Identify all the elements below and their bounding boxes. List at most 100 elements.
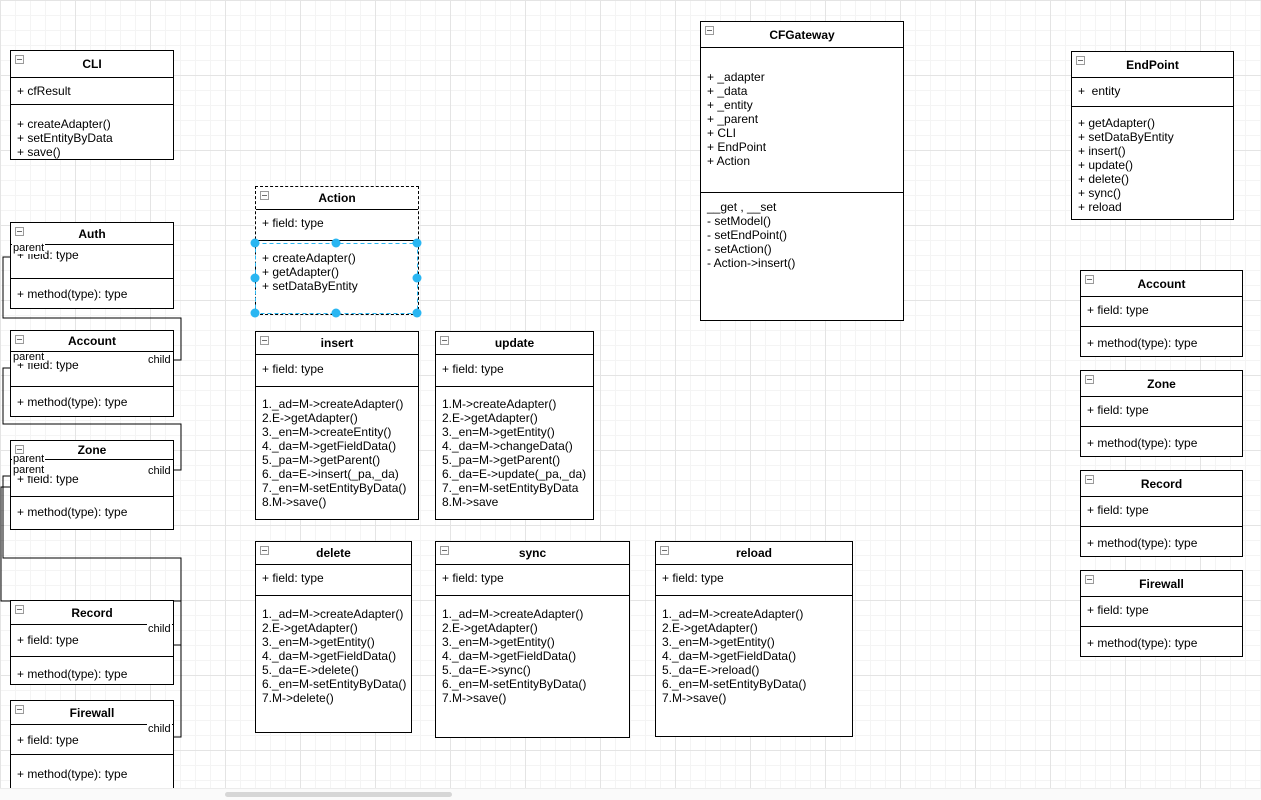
class-account-right[interactable]: Account+ field: type+ method(type): type <box>1080 270 1243 357</box>
member-line: 3._en=M->createEntity() <box>262 425 392 439</box>
class-compartment[interactable]: + createAdapter()+ setEntityByData+ save… <box>11 104 173 159</box>
class-compartment[interactable]: + cfResult <box>11 77 173 104</box>
collapse-icon[interactable] <box>15 445 24 454</box>
member-line: 1.M->createAdapter() <box>442 397 557 411</box>
member-line: + method(type): type <box>1087 636 1198 650</box>
class-compartment[interactable]: 1.M->createAdapter()2.E->getAdapter()3._… <box>436 386 593 519</box>
class-compartment[interactable]: + method(type): type <box>1081 526 1242 556</box>
collapse-icon[interactable] <box>260 336 269 345</box>
collapse-icon[interactable] <box>440 546 449 555</box>
collapse-icon[interactable] <box>15 227 24 236</box>
member-line: 3._en=M->getEntity() <box>442 425 555 439</box>
collapse-icon[interactable] <box>1085 375 1094 384</box>
class-action[interactable]: Action + field: type + createAdapter()+ ge… <box>255 186 419 315</box>
collapse-icon[interactable] <box>440 336 449 345</box>
member-line: + Action <box>707 154 751 168</box>
class-title-bar: Firewall <box>11 701 173 724</box>
class-compartment[interactable]: + getAdapter()+ setDataByEntity+ insert(… <box>1072 106 1233 219</box>
class-compartment[interactable]: 1._ad=M->createAdapter()2.E->getAdapter(… <box>256 386 418 519</box>
class-compartment[interactable]: + method(type): type <box>11 754 173 788</box>
collapse-icon[interactable] <box>15 335 24 344</box>
class-compartment[interactable]: + method(type): type <box>11 656 173 684</box>
class-compartment[interactable]: + createAdapter()+ getAdapter()+ setData… <box>256 240 418 314</box>
collapse-icon[interactable] <box>705 26 714 35</box>
collapse-icon[interactable] <box>1085 475 1094 484</box>
member-line: + createAdapter() <box>17 117 111 131</box>
class-compartment[interactable]: + field: type <box>436 354 593 386</box>
class-record-left[interactable]: Record+ field: type + method(type): type <box>10 600 174 685</box>
class-compartment[interactable]: + field: type <box>256 354 418 386</box>
collapse-icon[interactable] <box>260 191 269 200</box>
member-line: + insert() <box>1078 144 1126 158</box>
class-compartment[interactable]: + _adapter+ _data+ _entity+ _parent+ CLI… <box>701 47 903 192</box>
scrollbar-thumb[interactable] <box>225 792 452 797</box>
collapse-icon[interactable] <box>1085 275 1094 284</box>
class-compartment[interactable]: 1._ad=M->createAdapter()2.E->getAdapter(… <box>256 595 411 732</box>
class-auth[interactable]: Auth+ field: type+ method(type): type <box>10 222 174 309</box>
class-compartment[interactable]: 1._ad=M->createAdapter()2.E->getAdapter(… <box>656 595 852 736</box>
class-compartment[interactable]: + field: type <box>256 564 411 595</box>
member-line: + field: type <box>17 472 79 486</box>
class-record-right[interactable]: Record+ field: type+ method(type): type <box>1080 470 1243 557</box>
member-line: + _parent <box>707 112 759 126</box>
collapse-icon[interactable] <box>660 546 669 555</box>
class-cfgateway[interactable]: CFGateway+ _adapter+ _data+ _entity+ _pa… <box>700 21 904 321</box>
class-firewall-left[interactable]: Firewall+ field: type+ method(type): typ… <box>10 700 174 789</box>
member-line: - setEndPoint() <box>707 228 788 242</box>
class-firewall-right[interactable]: Firewall+ field: type+ method(type): typ… <box>1080 570 1243 657</box>
class-title-bar: Record <box>11 601 173 624</box>
class-endpoint[interactable]: EndPoint + entity+ getAdapter()+ setDataB… <box>1071 51 1234 220</box>
member-line: + save() <box>17 145 61 159</box>
member-line: 4._da=M->getFieldData() <box>262 439 397 453</box>
class-compartment[interactable]: + method(type): type <box>11 496 173 529</box>
class-zone-right[interactable]: Zone+ field: type+ method(type): type <box>1080 370 1243 457</box>
class-title-bar: CFGateway <box>701 22 903 47</box>
class-title-bar: delete <box>256 542 411 564</box>
class-compartment[interactable]: + field: type <box>1081 496 1242 526</box>
member-line: + method(type): type <box>17 667 128 681</box>
edge-label-parent: parent <box>12 464 46 476</box>
class-compartment[interactable]: + method(type): type <box>1081 426 1242 456</box>
class-compartment[interactable]: + field: type <box>436 564 629 595</box>
edge-auth-account[interactable] <box>2 256 182 361</box>
edge-zone-record[interactable] <box>2 475 182 646</box>
class-compartment[interactable]: + method(type): type <box>1081 626 1242 656</box>
class-compartment[interactable]: + field: type <box>1081 296 1242 326</box>
class-compartment[interactable]: + method(type): type <box>11 386 173 416</box>
class-compartment[interactable]: 1._ad=M->createAdapter()2.E->getAdapter(… <box>436 595 629 737</box>
collapse-icon[interactable] <box>1085 575 1094 584</box>
class-compartment[interactable]: + field: type <box>1081 596 1242 626</box>
collapse-icon[interactable] <box>15 705 24 714</box>
collapse-icon[interactable] <box>15 55 24 64</box>
class-compartment[interactable]: + method(type): type <box>11 278 173 308</box>
class-compartment[interactable]: + field: type <box>11 624 173 656</box>
horizontal-scrollbar[interactable] <box>0 788 1261 800</box>
member-line: + field: type <box>1087 403 1149 417</box>
class-compartment[interactable]: + method(type): type <box>1081 326 1242 356</box>
class-account-left[interactable]: Account+ field: type+ method(type): type <box>10 330 174 417</box>
class-compartment[interactable]: + entity <box>1072 77 1233 106</box>
class-title-bar: Zone <box>11 441 173 459</box>
class-title-bar: sync <box>436 542 629 564</box>
class-cli[interactable]: CLI+ cfResult+ createAdapter()+ setEntit… <box>10 50 174 160</box>
class-compartment[interactable]: + field: type <box>1081 396 1242 426</box>
collapse-icon[interactable] <box>260 546 269 555</box>
class-compartment[interactable]: __get , __set- setModel()- setEndPoint()… <box>701 192 903 320</box>
class-compartment[interactable]: + field: type <box>256 209 418 240</box>
collapse-icon[interactable] <box>15 605 24 614</box>
edge-account-zone[interactable] <box>2 367 182 471</box>
class-title: EndPoint <box>1126 58 1179 72</box>
class-title-bar: Action <box>256 187 418 209</box>
class-compartment[interactable]: + field: type <box>11 459 173 496</box>
collapse-icon[interactable] <box>1076 56 1085 65</box>
member-line: + field: type <box>262 216 324 230</box>
class-compartment[interactable]: + field: type <box>656 564 852 595</box>
class-compartment[interactable]: + field: type <box>11 244 173 278</box>
class-compartment[interactable]: + field: type <box>11 724 173 754</box>
